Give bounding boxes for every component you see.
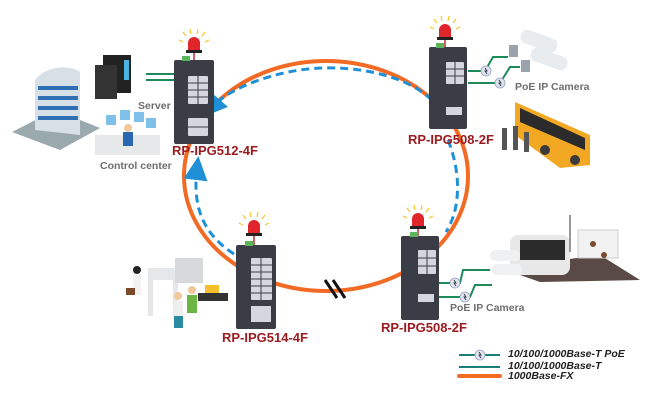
control-center-illustration (95, 110, 160, 155)
switch-rp-ipg508-2f-bottom[interactable] (401, 204, 439, 320)
camera-bottom-caption: PoE IP Camera (450, 302, 525, 314)
server-caption: Server (138, 100, 171, 112)
legend-poe-swatch (459, 349, 500, 361)
camera-top-caption: PoE IP Camera (515, 81, 590, 93)
camera-links-bottom (438, 269, 492, 298)
camera-top-illustration (509, 29, 568, 72)
model-label-top-left: RP-IPG512-4F (172, 143, 258, 158)
legend-label-copper: 10/100/1000Base-T (508, 360, 602, 372)
model-label-top-right: RP-IPG508-2F (408, 132, 494, 147)
office-building-illustration (12, 67, 100, 150)
redundant-path-right (444, 139, 459, 233)
train-station-illustration (490, 215, 640, 282)
redundant-path-top (203, 66, 434, 118)
redundant-path-left (183, 156, 235, 256)
model-label-bottom-left: RP-IPG514-4F (222, 330, 308, 345)
model-label-bottom-right: RP-IPG508-2F (381, 320, 467, 335)
switch-rp-ipg508-2f-top[interactable] (429, 15, 467, 129)
control-center-caption: Control center (100, 160, 172, 172)
server-illustration (95, 55, 131, 99)
link-break-icon (323, 279, 347, 299)
server-links (146, 73, 176, 81)
airport-security-illustration (126, 258, 228, 328)
legend-label-fiber: 1000Base-FX (508, 370, 574, 382)
bus-illustration (502, 102, 590, 168)
switch-rp-ipg514-4f[interactable] (236, 211, 276, 329)
camera-links-top (468, 56, 520, 84)
switch-rp-ipg512-4f[interactable] (174, 28, 214, 144)
legend-label-poe: 10/100/1000Base-T PoE (508, 348, 625, 360)
